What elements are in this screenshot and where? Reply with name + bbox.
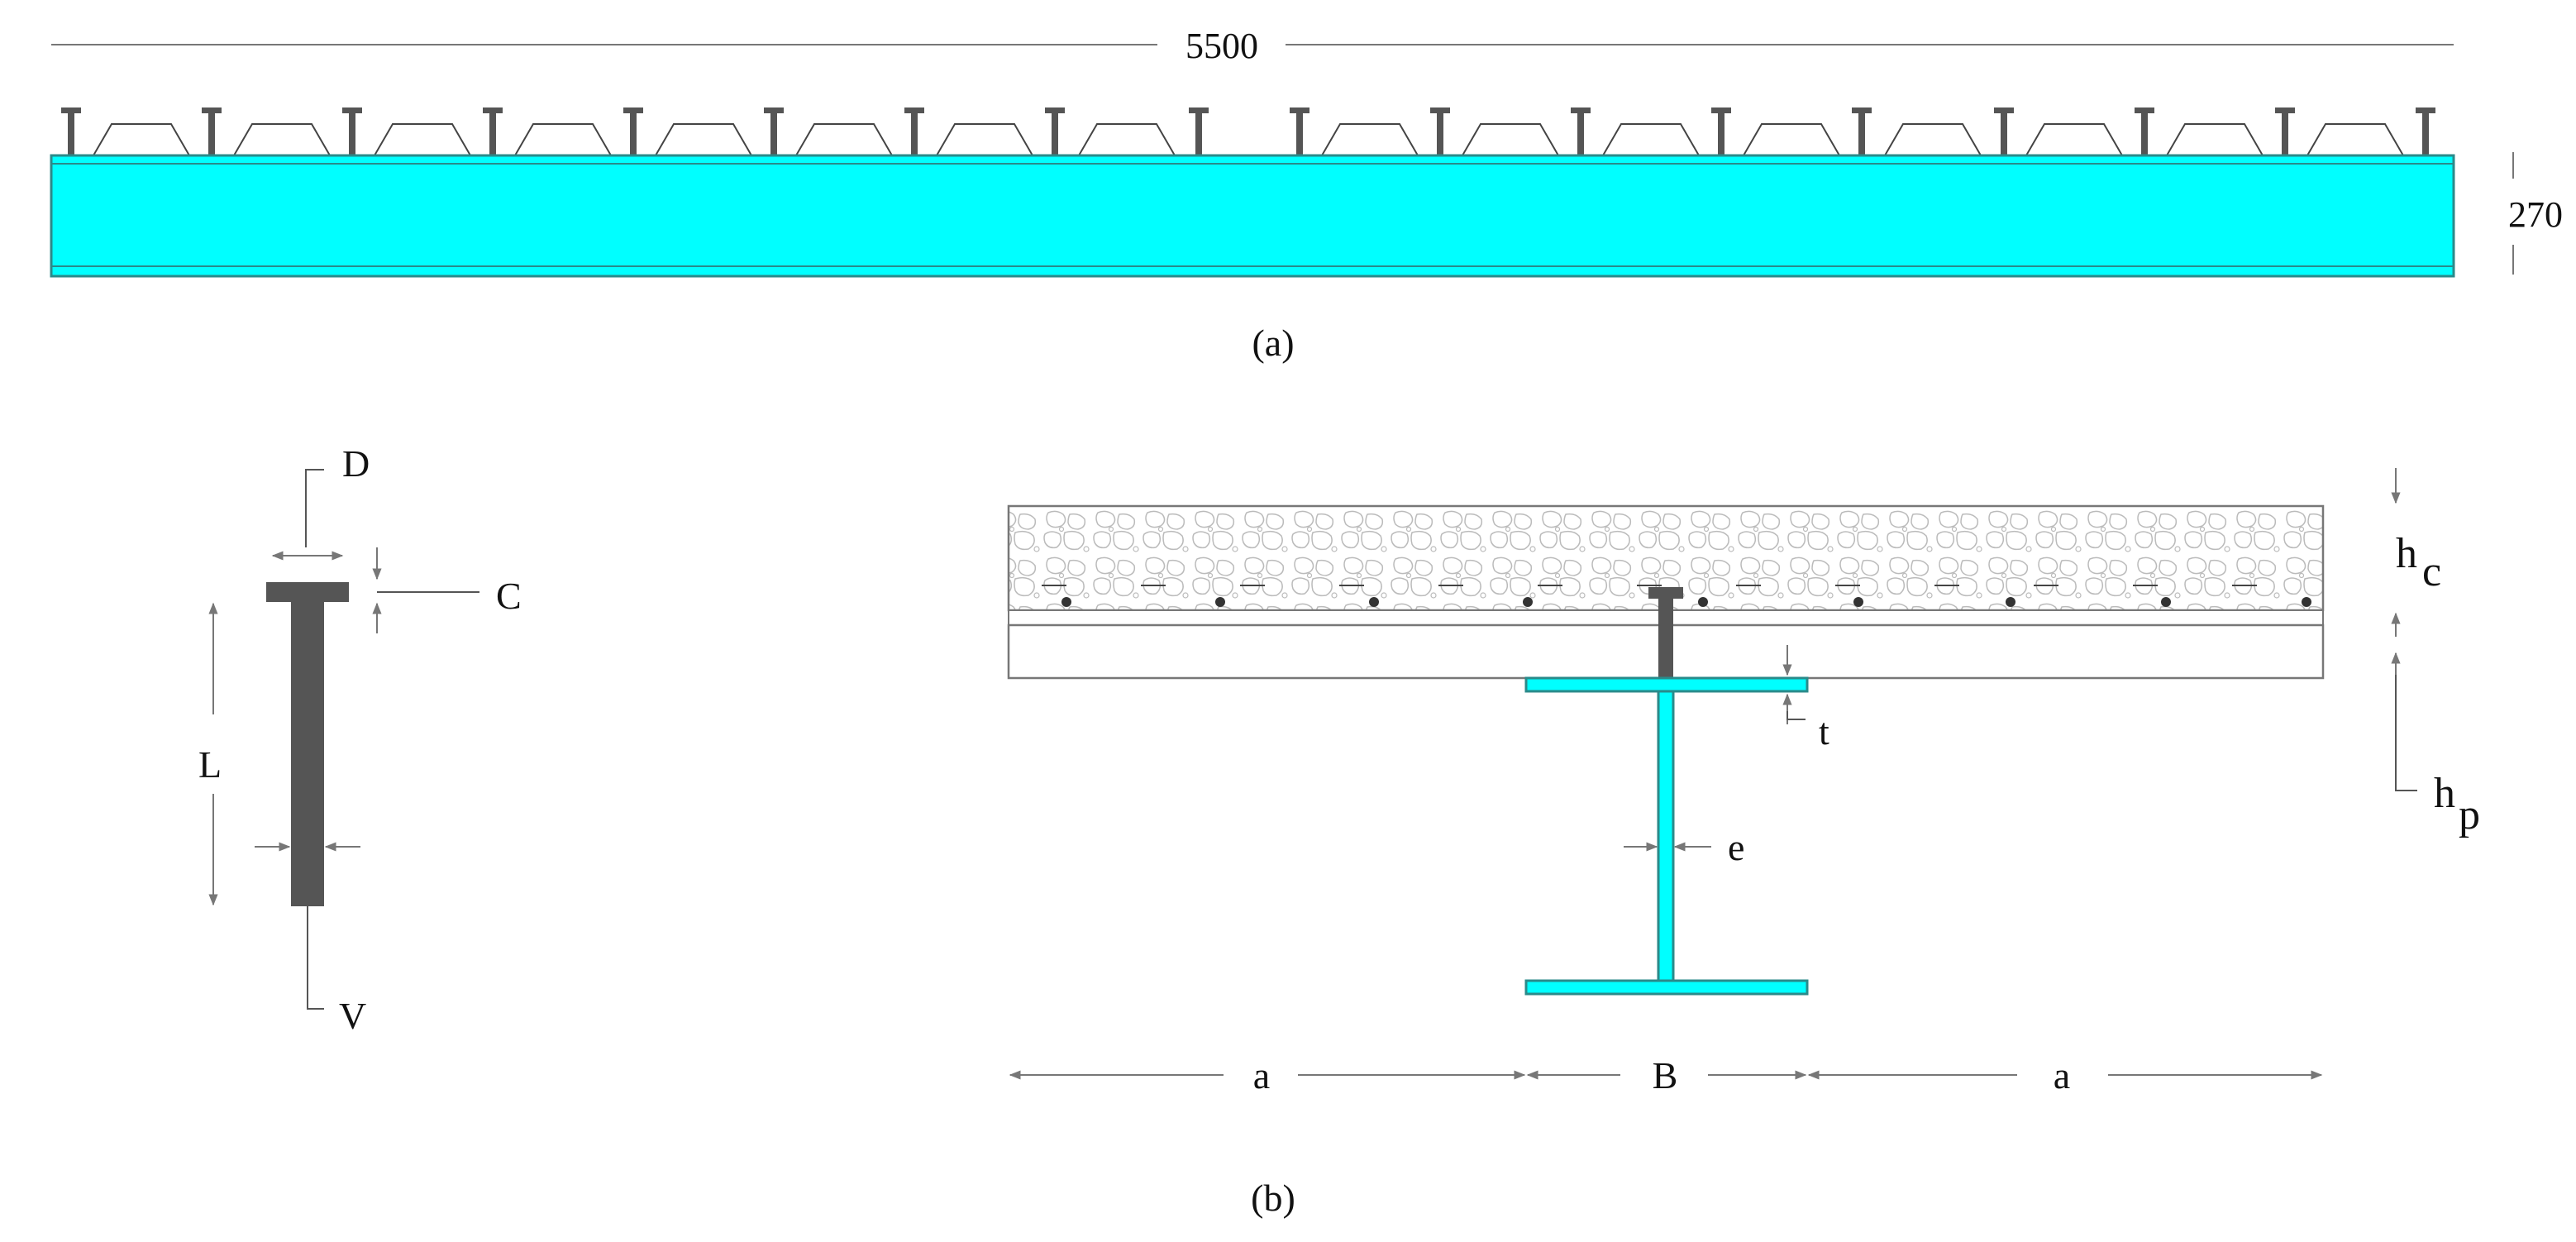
elevation-stud-head [1852, 107, 1872, 113]
elevation-stud-head [483, 107, 503, 113]
beam-elevation: 5500 270 (a) [50, 26, 2563, 364]
elevation-stud-head [764, 107, 784, 113]
elevation-stud-head [2135, 107, 2154, 113]
elevation-stud-shank [349, 113, 355, 155]
label-v: V [339, 995, 366, 1037]
section-stud-head [1648, 587, 1683, 599]
label-hp-sub: p [2459, 791, 2480, 838]
deck-ribs [93, 123, 2404, 156]
label-d: D [342, 442, 370, 485]
deck-rib [2166, 123, 2264, 156]
rebar-dot [1523, 597, 1533, 607]
elevation-stud-shank [2282, 113, 2288, 155]
elevation-stud-shank [1718, 113, 1724, 155]
label-hc-main: h [2396, 530, 2417, 577]
label-hp-main: h [2434, 770, 2455, 817]
web [1657, 690, 1675, 982]
elevation-stud-head [342, 107, 362, 113]
deck-rib [936, 123, 1033, 156]
section-stud-shank [1658, 599, 1673, 678]
elevation-stud-shank [1052, 113, 1058, 155]
rebar-dot [1369, 597, 1379, 607]
t-leader [1787, 711, 1806, 720]
deck-rib [655, 123, 752, 156]
elevation-stud-head [202, 107, 222, 113]
steel-beam-elevation [50, 154, 2455, 278]
top-flange [1524, 676, 1809, 693]
elevation-stud-shank [2001, 113, 2007, 155]
elevation-stud-head [1189, 107, 1209, 113]
label-a-left: a [1253, 1054, 1270, 1096]
label-c: C [496, 575, 522, 617]
hp-leader [2395, 675, 2417, 791]
deck-rib [2306, 123, 2404, 156]
deck-rib [1743, 123, 1840, 156]
rebar-dot [1061, 597, 1071, 607]
elevation-stud-shank [489, 113, 496, 155]
deck-rib [1602, 123, 1700, 156]
reinforcement-bars [1042, 585, 2311, 607]
deck-rib [374, 123, 471, 156]
elevation-stud-head [1290, 107, 1309, 113]
deck-rib [1884, 123, 1982, 156]
elevation-stud-head [61, 107, 81, 113]
deck-rib [1321, 123, 1419, 156]
rebar-dot [1698, 597, 1708, 607]
shear-stud-detail: D C L V [198, 442, 522, 1037]
deck-rib [93, 123, 190, 156]
elevation-studs [61, 107, 2435, 155]
elevation-stud-shank [208, 113, 215, 155]
elevation-stud-shank [911, 113, 918, 155]
deck-rib [1078, 123, 1176, 156]
label-e: e [1728, 826, 1744, 868]
deck-rib [1462, 123, 1559, 156]
caption-a: (a) [1252, 322, 1294, 364]
deck-rib [233, 123, 331, 156]
deck-rib [2025, 123, 2123, 156]
elevation-stud-head [904, 107, 924, 113]
label-t: t [1819, 710, 1829, 752]
elevation-stud-head [1994, 107, 2014, 113]
caption-b: (b) [1251, 1177, 1295, 1219]
d-leader [305, 469, 324, 547]
label-hc-sub: c [2422, 548, 2441, 595]
elevation-stud-shank [1195, 113, 1202, 155]
elevation-stud-head [1571, 107, 1591, 113]
depth-dimension: 270 [2508, 194, 2563, 235]
elevation-stud-head [623, 107, 643, 113]
deck-rib [514, 123, 612, 156]
elevation-stud-shank [1296, 113, 1303, 155]
bottom-flange [1524, 979, 1809, 996]
elevation-stud-shank [1577, 113, 1584, 155]
span-dimension: 5500 [1185, 26, 1258, 66]
rebar-dot [2302, 597, 2311, 607]
elevation-stud-head [1045, 107, 1065, 113]
rebar-dot [1853, 597, 1863, 607]
elevation-stud-head [2275, 107, 2295, 113]
rebar-dot [2006, 597, 2015, 607]
elevation-stud-shank [68, 113, 74, 155]
elevation-stud-shank [1858, 113, 1865, 155]
elevation-stud-head [1430, 107, 1450, 113]
elevation-stud-head [2416, 107, 2435, 113]
elevation-stud-shank [2141, 113, 2148, 155]
rebar-dot [1215, 597, 1225, 607]
rebar-dot [2161, 597, 2171, 607]
v-leader [307, 847, 324, 1010]
elevation-stud-shank [630, 113, 637, 155]
composite-cross-section: t e h c h p a B a (b) [1007, 468, 2480, 1219]
label-a-right: a [2054, 1054, 2070, 1096]
deck-rib [795, 123, 893, 156]
elevation-stud-shank [770, 113, 777, 155]
label-b: B [1653, 1054, 1678, 1096]
elevation-stud-head [1711, 107, 1731, 113]
label-l: L [198, 743, 222, 786]
elevation-stud-shank [2422, 113, 2429, 155]
elevation-stud-shank [1437, 113, 1443, 155]
stud-head [266, 582, 349, 602]
